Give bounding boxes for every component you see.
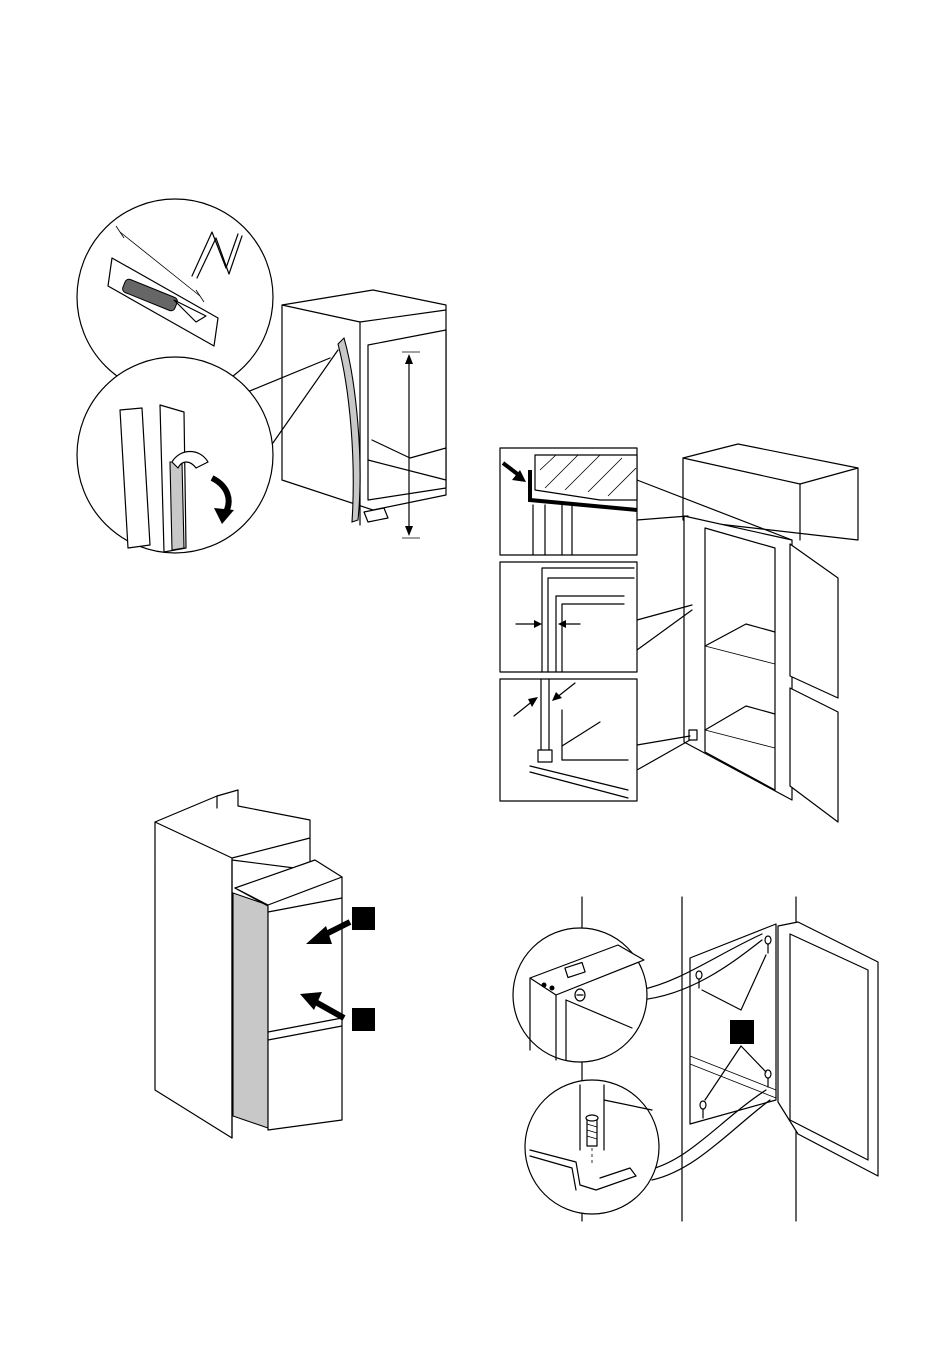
step-marker-square bbox=[730, 1020, 754, 1044]
figure-seal-trimming bbox=[77, 199, 446, 553]
detail-circle-top-hinge bbox=[513, 928, 647, 1062]
detail-circle-bottom-hinge bbox=[525, 1080, 659, 1214]
screw-icon bbox=[575, 989, 585, 1001]
figure-door-push-in bbox=[155, 790, 375, 1138]
detail-box-side-gap bbox=[500, 562, 637, 672]
detail-box-top-gap bbox=[500, 448, 637, 555]
step-marker-square bbox=[352, 1008, 375, 1031]
figure-hinge-screw-fixing bbox=[513, 897, 878, 1221]
detail-circle-peeling bbox=[77, 357, 273, 553]
screw-icon bbox=[586, 1115, 598, 1146]
cabinet-outline bbox=[282, 290, 446, 525]
step-marker-square bbox=[352, 907, 375, 930]
seal-clip bbox=[364, 508, 388, 522]
detail-box-hinge-gap bbox=[500, 679, 637, 801]
figure-door-gap-adjustment bbox=[500, 444, 858, 822]
